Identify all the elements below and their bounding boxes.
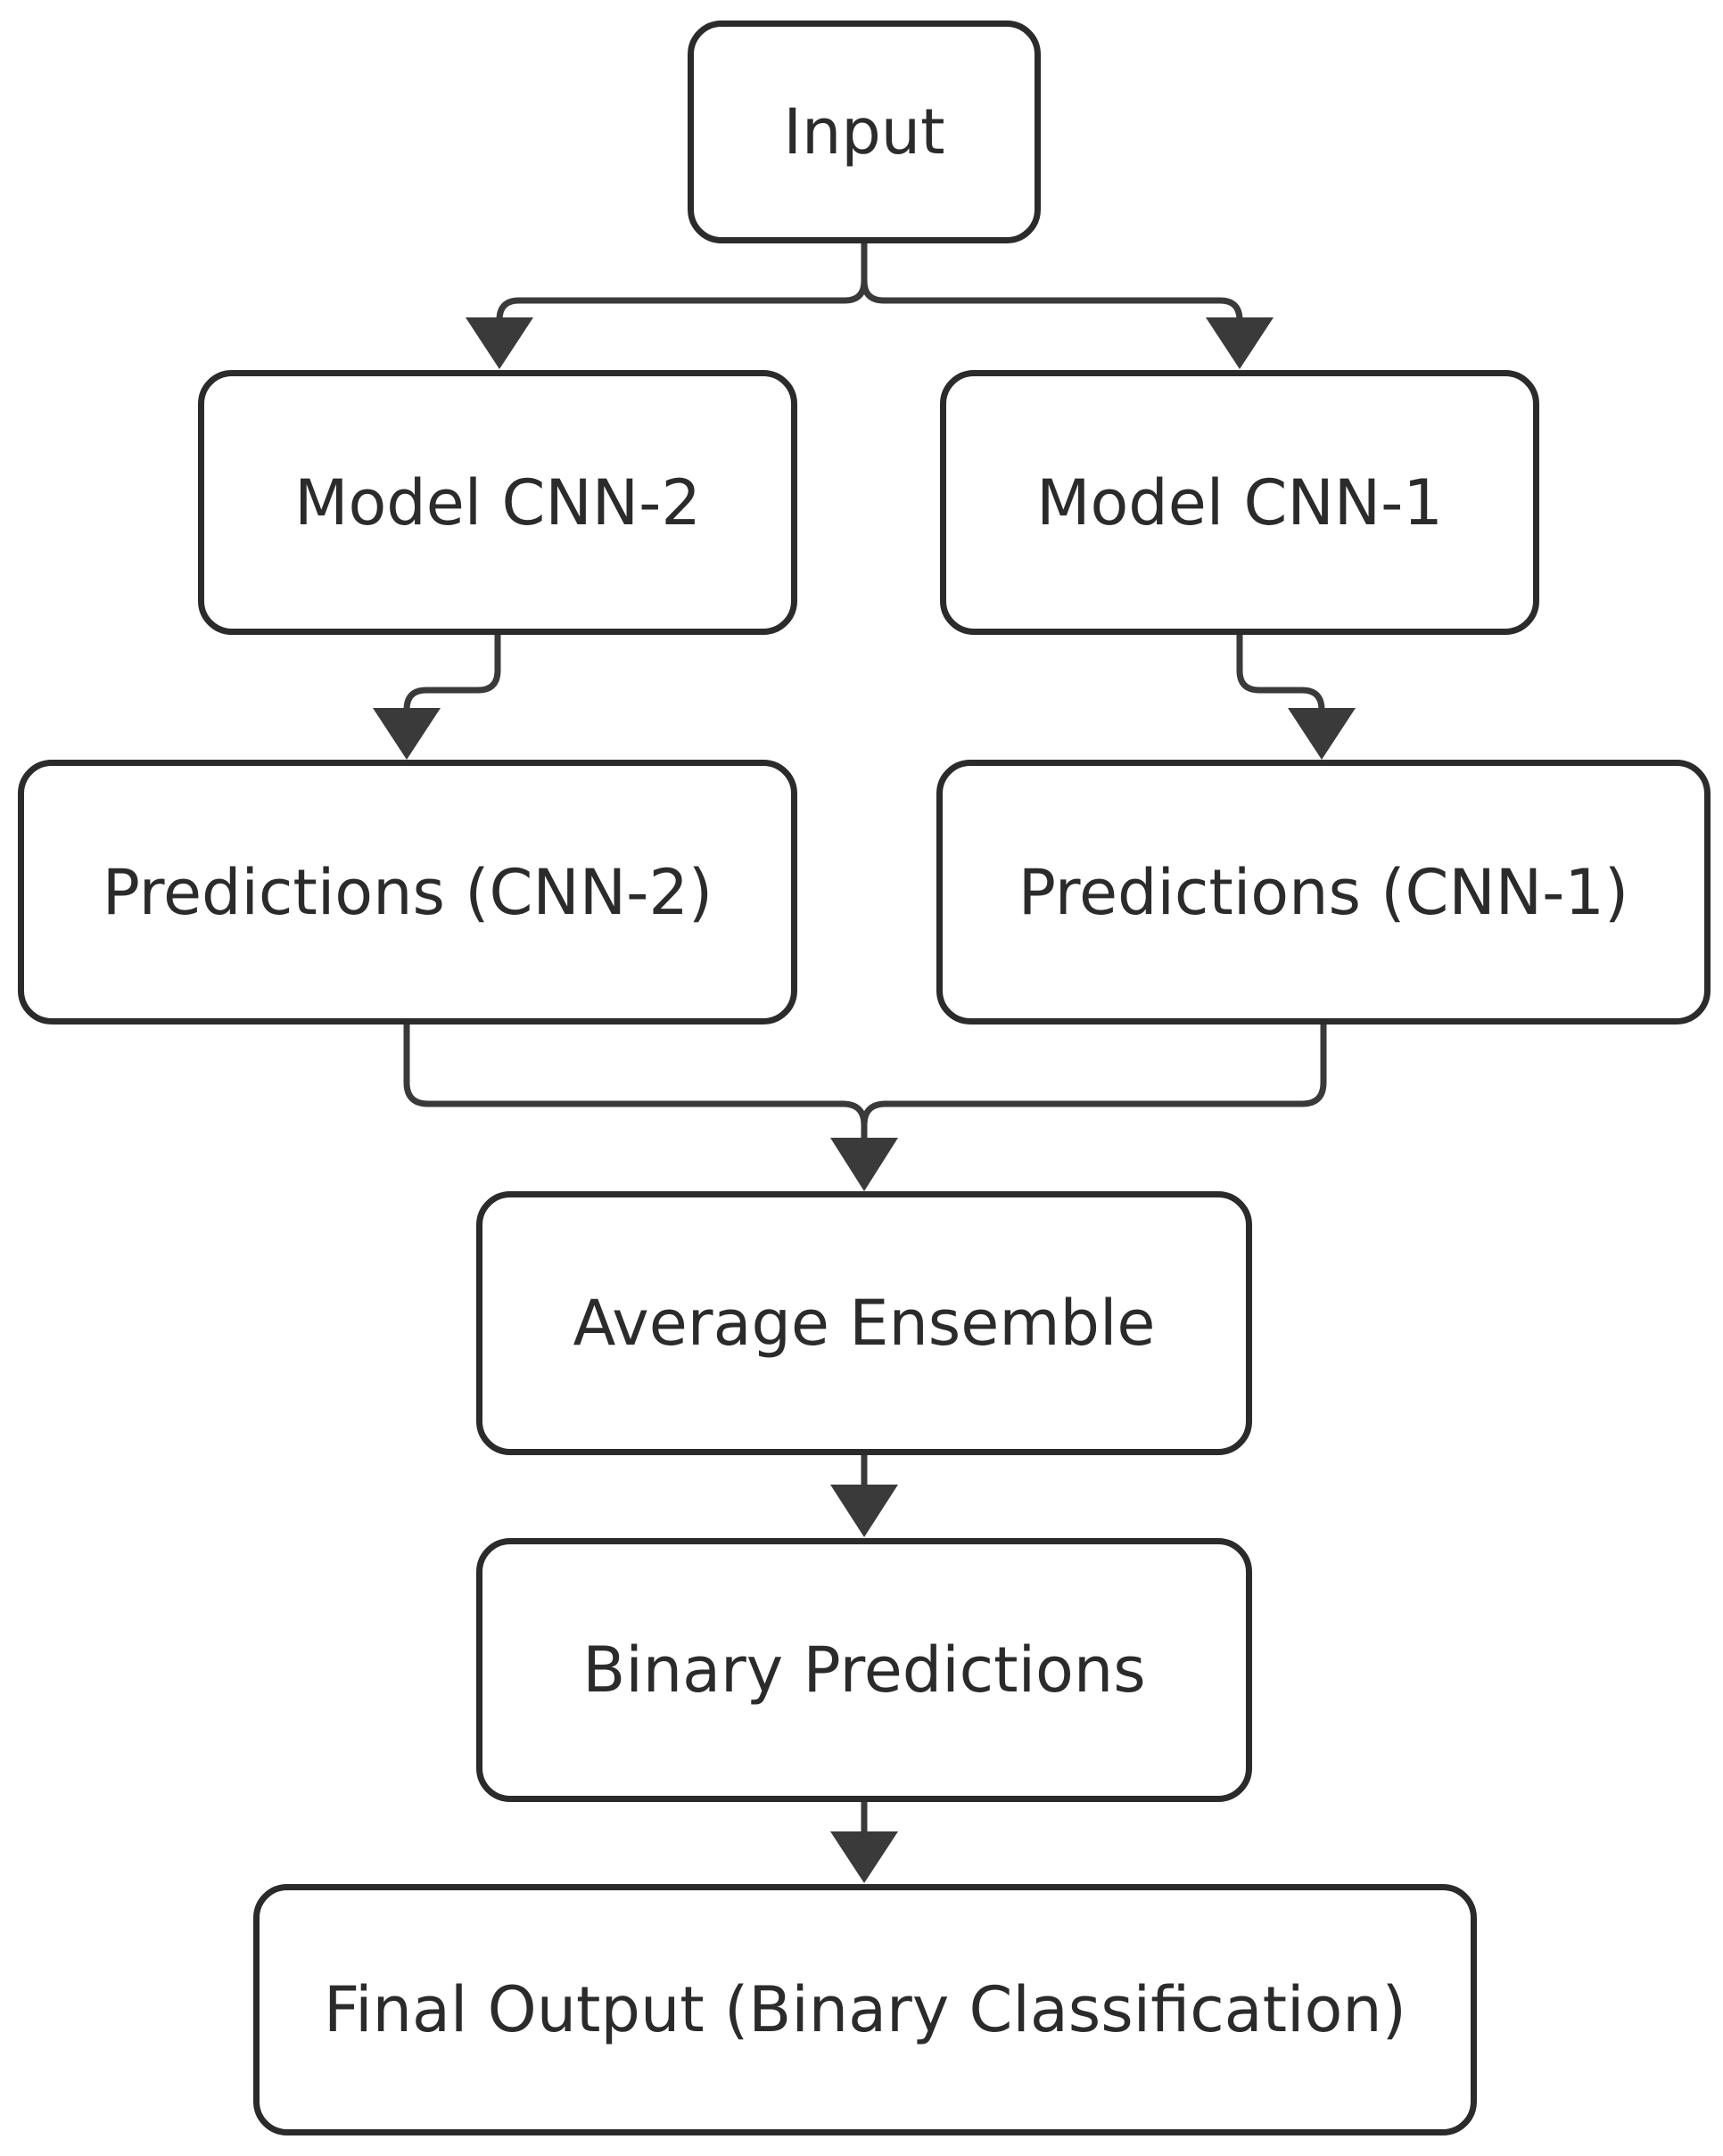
arrowhead-binary — [830, 1485, 898, 1537]
arrowhead-pred1 — [1288, 708, 1356, 760]
node-binary-predictions-label: Binary Predictions — [582, 1633, 1146, 1707]
edge-cnn2-to-pred2 — [403, 631, 501, 724]
node-model-cnn2-label: Model CNN-2 — [294, 465, 701, 539]
node-input: Input — [688, 21, 1041, 243]
node-average-ensemble: Average Ensemble — [476, 1191, 1252, 1455]
node-predictions-cnn1-label: Predictions (CNN-1) — [1018, 855, 1629, 929]
arrowhead-pred2 — [373, 708, 441, 760]
node-predictions-cnn1: Predictions (CNN-1) — [936, 760, 1711, 1025]
node-final-output-label: Final Output (Binary Classification) — [324, 1973, 1406, 2046]
node-model-cnn1: Model CNN-1 — [940, 370, 1539, 635]
arrowhead-final — [830, 1831, 898, 1883]
node-binary-predictions: Binary Predictions — [476, 1538, 1252, 1802]
node-model-cnn1-label: Model CNN-1 — [1036, 465, 1443, 539]
edge-cnn1-to-pred1 — [1236, 631, 1325, 724]
node-model-cnn2: Model CNN-2 — [198, 370, 797, 635]
edge-input-to-cnn2 — [496, 240, 868, 333]
node-predictions-cnn2: Predictions (CNN-2) — [18, 760, 797, 1025]
arrowhead-cnn1 — [1206, 317, 1274, 369]
arrowhead-cnn2 — [466, 317, 533, 369]
node-average-ensemble-label: Average Ensemble — [573, 1287, 1156, 1360]
edge-pred2-to-avg — [403, 1021, 868, 1154]
node-predictions-cnn2-label: Predictions (CNN-2) — [102, 855, 713, 929]
node-final-output: Final Output (Binary Classification) — [253, 1884, 1477, 2135]
edge-pred1-to-avg — [861, 1021, 1327, 1154]
node-input-label: Input — [783, 95, 945, 169]
arrowhead-avg — [830, 1138, 898, 1191]
edge-input-to-cnn1 — [861, 240, 1243, 333]
